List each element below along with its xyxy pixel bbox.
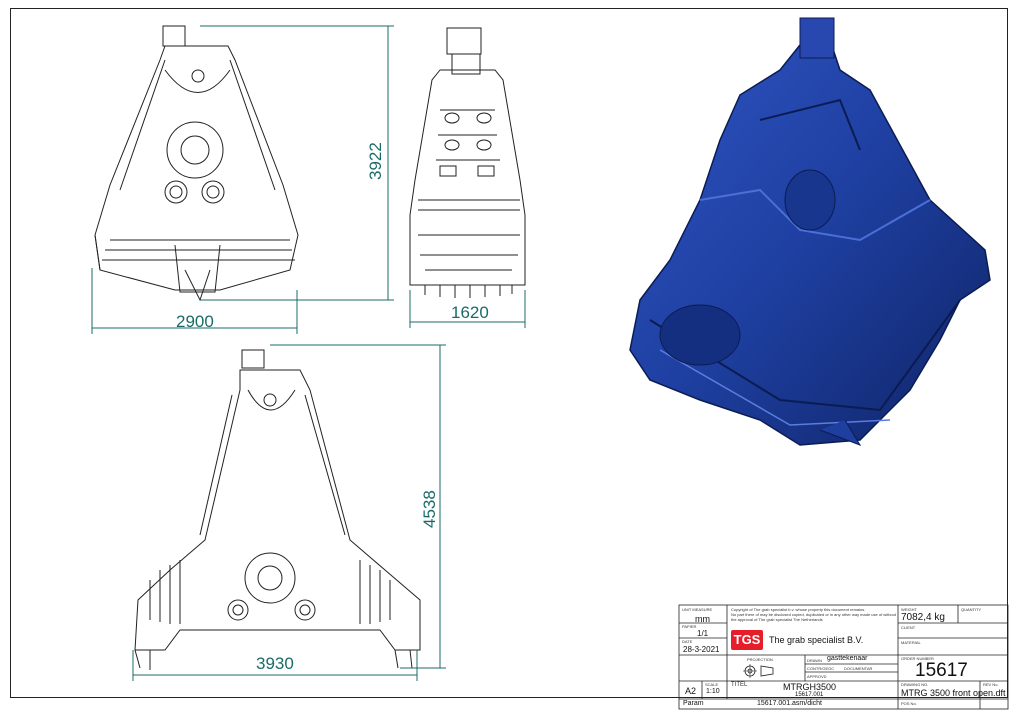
titel-label: TITEL — [731, 682, 748, 688]
checked-value: DOCUMENTAR — [844, 666, 873, 671]
front-view-closed — [94, 25, 299, 302]
format-value: A2 — [685, 686, 697, 696]
drawing-value: MTRG 3500 front open.dft — [901, 688, 1006, 698]
company-name: The grab specialist B.V. — [769, 635, 864, 645]
projection-symbol-icon — [743, 664, 774, 678]
dim-2900: 2900 — [176, 312, 214, 331]
drawing-label: DRAWING NO. — [901, 682, 929, 687]
title-block-grid — [678, 604, 1009, 710]
dim-1620: 1620 — [451, 303, 489, 322]
titel-sub: 15617.001 — [795, 692, 824, 698]
projection-label: PROJECTION — [747, 657, 773, 662]
paper-label: PAPIER — [682, 624, 697, 629]
dim-4538: 4538 — [420, 490, 439, 528]
unit-value: mm — [695, 614, 710, 624]
side-view — [409, 27, 526, 298]
unit-label: UNIT MEASURE — [682, 607, 713, 612]
material-label: MATERIAL — [901, 640, 921, 645]
date-value: 28-3-2021 — [683, 645, 720, 654]
quantity-label: QUANTITY — [961, 607, 982, 612]
drawn-value: gasttekenaar — [827, 655, 868, 662]
checked-label: CONTR/GEOC — [807, 666, 835, 671]
pos-label: POS No. — [901, 701, 917, 706]
dim-3930: 3930 — [256, 654, 294, 673]
front-view-open — [134, 349, 421, 670]
copyright-line-1: Copyright of The grab specialist b.v. wh… — [731, 607, 866, 612]
approved-label: APPROVD — [807, 674, 827, 679]
dim-3922: 3922 — [366, 142, 385, 180]
grab-3d-render — [629, 17, 991, 446]
date-label: DATE — [682, 639, 693, 644]
weight-label: WEIGHT — [901, 607, 917, 612]
title-block: UNIT MEASURE mm PAPIER 1/1 DATE 28-3-202… — [679, 605, 1008, 709]
weight-value: 7082,4 kg — [901, 612, 945, 623]
tgs-logo: TGS — [731, 629, 763, 650]
order-value: 15617 — [915, 660, 968, 681]
scale-label: SCALE — [705, 682, 719, 687]
rev-label: REV No. — [983, 682, 999, 687]
copyright-line-2: No part there of may be disclosed copied… — [731, 612, 896, 617]
drawing-sheet-border — [10, 8, 1008, 698]
param-value: 15617.001.asm/dicht — [757, 700, 822, 707]
scale-value: 1:10 — [706, 688, 720, 695]
client-label: CLIENT — [901, 625, 916, 630]
copyright-line-3: the approval of The grab specialist The … — [731, 617, 823, 622]
titel-value: MTRGH3500 — [783, 682, 837, 692]
order-label: ORDER NUMBER — [901, 656, 934, 661]
drawn-label: DRAWN — [807, 658, 822, 663]
paper-value: 1/1 — [697, 629, 709, 638]
param-label: Param — [683, 700, 704, 707]
